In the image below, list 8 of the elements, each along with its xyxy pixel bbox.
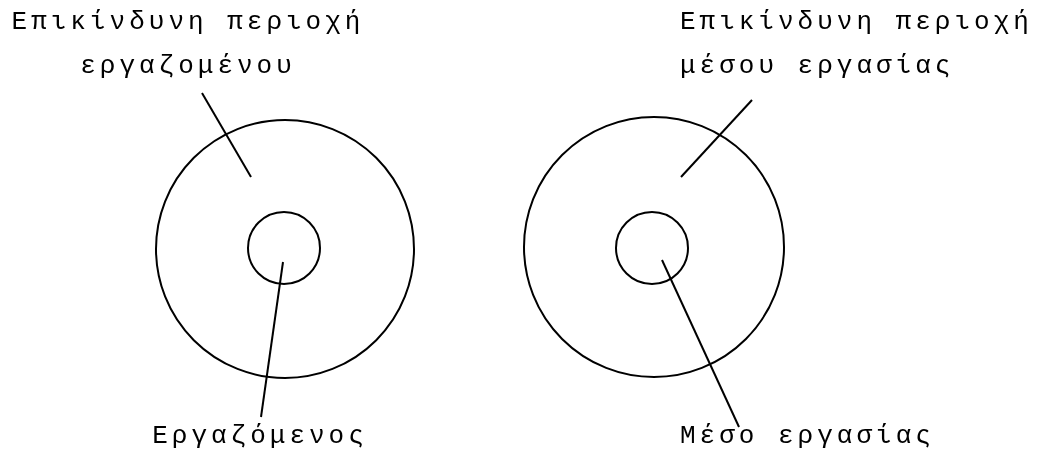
- zone-label: Επικίνδυνη περιοχή εργαζομένου: [0, 0, 376, 88]
- leader-line: [260, 261, 284, 418]
- zone-label: Μέσο εργασίας: [680, 414, 980, 457]
- leader-line: [661, 259, 740, 428]
- zone-label: Επικίνδυνη περιοχή μέσου εργασίας: [680, 0, 1043, 88]
- zone-label: Εργαζόμενος: [140, 414, 380, 457]
- leader-line: [201, 92, 252, 178]
- leader-line: [680, 99, 753, 178]
